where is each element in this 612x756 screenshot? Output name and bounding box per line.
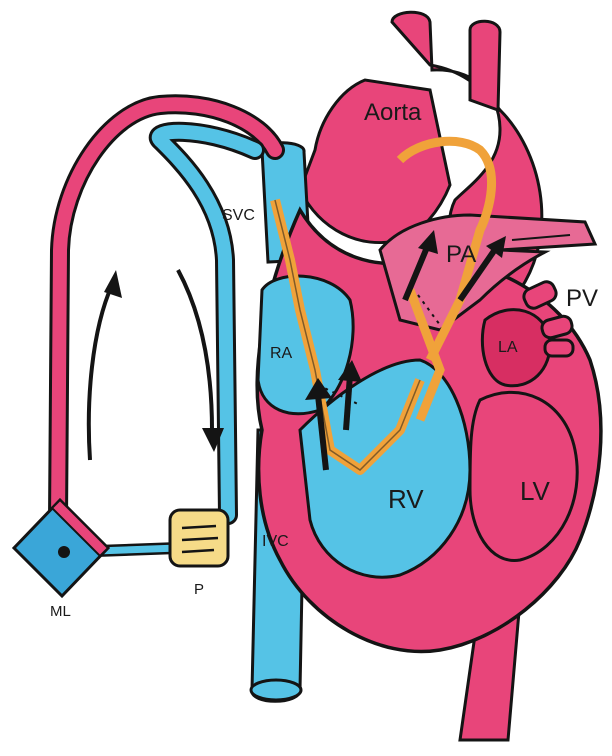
label-ml: ML	[50, 603, 71, 620]
label-la: LA	[498, 339, 518, 356]
label-rv: RV	[388, 484, 424, 514]
monitor-box	[14, 500, 108, 596]
down-arrow-icon	[178, 270, 212, 430]
label-p: P	[194, 581, 204, 598]
label-ivc: IVC	[262, 533, 289, 550]
up-arrow-icon	[89, 285, 112, 460]
label-svc: SVC	[222, 207, 255, 224]
venous-tubing	[159, 132, 255, 515]
label-pv: PV	[566, 285, 598, 312]
label-ra: RA	[270, 345, 293, 362]
label-aorta: Aorta	[364, 99, 422, 126]
pump-device	[170, 510, 228, 566]
label-lv: LV	[520, 476, 551, 506]
blood-flow-arrow-icon	[346, 375, 350, 430]
label-pa: PA	[446, 241, 476, 268]
